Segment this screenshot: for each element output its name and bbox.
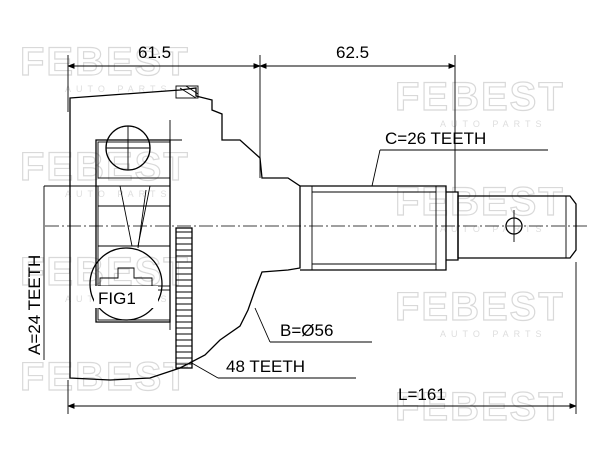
boot-lip-hatch-2 (185, 85, 199, 95)
watermark-brand-1: FEBEST (20, 40, 190, 84)
watermark-tagline-1: AUTO PARTS (65, 84, 172, 94)
outer-shaft (300, 185, 577, 271)
watermark-brand-6: FEBEST (395, 285, 565, 329)
housing-boot-lip (175, 85, 199, 99)
housing-outline (69, 87, 301, 381)
callout-spline-outer: C=26 TEETH (371, 129, 548, 187)
abs-ring (175, 227, 193, 369)
fig1-leader (137, 189, 147, 249)
callout-abs-text: 48 TEETH (226, 357, 305, 376)
shaft-spline-lines (312, 191, 436, 265)
dim-label-61: 61.5 (138, 43, 171, 62)
watermark-brand-4: FEBEST (395, 180, 565, 224)
fig1-detail: FIG1 (89, 189, 163, 321)
callout-diameter: B=Ø56 (254, 307, 372, 343)
watermark-brand-3: FEBEST (20, 145, 190, 189)
watermark-brand-7: FEBEST (20, 355, 190, 399)
abs-ring-teeth (176, 231, 192, 365)
fig1-circle (89, 247, 163, 321)
fig1-label: FIG1 (98, 289, 136, 308)
dim-label-total: L=161 (398, 385, 446, 404)
spline-edge-1 (119, 185, 133, 247)
bottom-dimension: L=161 (67, 262, 577, 414)
top-dimensions: 61.5 62.5 (67, 43, 456, 192)
outer-housing (69, 85, 301, 381)
callout-abs-ring: 48 TEETH (189, 357, 356, 379)
callout-spline-inner: A=24 TEETH (25, 185, 170, 360)
callout-c-text: C=26 TEETH (385, 129, 486, 148)
watermark-tagline-6: AUTO PARTS (440, 329, 547, 339)
watermark-tagline-4: AUTO PARTS (440, 224, 547, 234)
callout-c-leader (371, 149, 381, 187)
shaft-body (300, 185, 447, 271)
threaded-end (457, 195, 577, 259)
callout-a-text: A=24 TEETH (25, 255, 44, 355)
callout-b-leader (254, 307, 271, 343)
callout-abs-leader (189, 361, 219, 379)
boot-lip-hatch-1 (179, 87, 197, 99)
fig1-label-bg (94, 286, 158, 308)
dim-label-62: 62.5 (336, 43, 369, 62)
watermark-tagline-3: AUTO PARTS (65, 189, 172, 199)
watermark-tagline-2: AUTO PARTS (440, 119, 547, 129)
watermark-brand-2: FEBEST (395, 75, 565, 119)
callout-b-text: B=Ø56 (280, 321, 333, 340)
